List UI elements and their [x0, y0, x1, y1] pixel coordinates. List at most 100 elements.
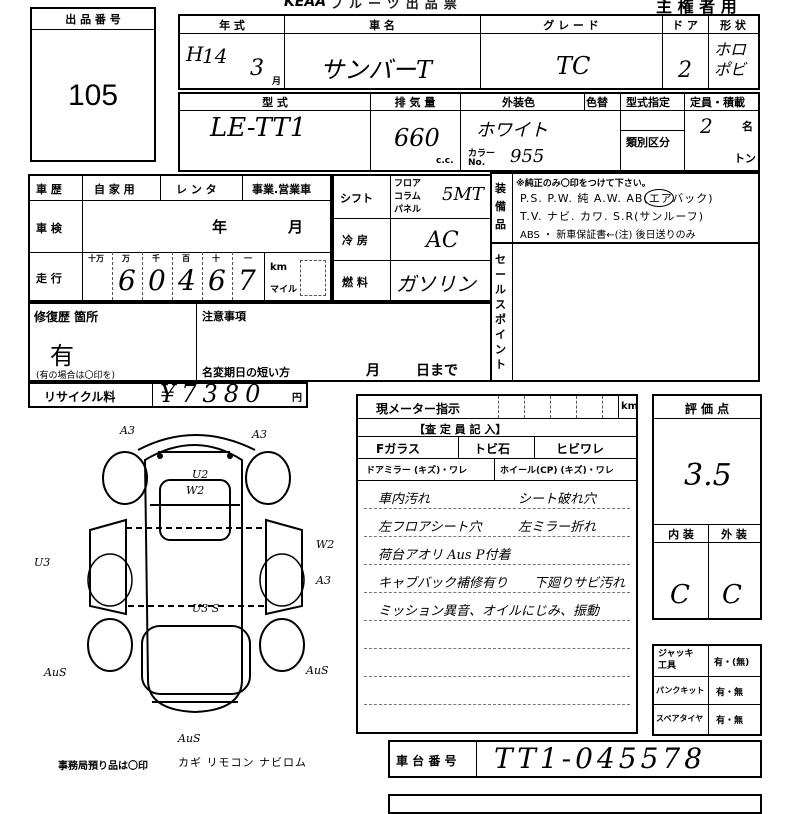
sale-point-block: セールスポイント [490, 242, 760, 382]
spare-tire-value[interactable]: 有・無 [716, 716, 744, 726]
extras-block: ジャッキ 工具 有・(無) パンクキット 有・無 スペアタイヤ 有・無 [652, 644, 762, 736]
equipment-note: ※純正のみ〇印をつけて下さい。 [516, 179, 651, 189]
mileage-label: 走 行 [36, 272, 62, 285]
drive-block: シフト フロア コラム パネル 5MT 冷 房 AC 燃 料 ガソリン [332, 174, 492, 302]
mileage-place-4: 百 [182, 254, 190, 263]
shift-opt-panel[interactable]: パネル [394, 205, 422, 215]
spare-tire-label: スペアタイヤ [656, 714, 704, 723]
glass-chip[interactable]: トビ石 [474, 442, 511, 456]
name-change-month: 月 [366, 363, 380, 379]
mark-a3-right: A3 [315, 574, 331, 587]
equipment-label: 装備品 [495, 182, 506, 231]
door-mirror[interactable]: ドアミラー (キズ)・ワレ [366, 466, 468, 476]
color-change-label: 色替 [586, 96, 608, 109]
color-no-value: 955 [510, 146, 545, 167]
history-commercial[interactable]: 事業.営業車 [252, 183, 312, 196]
lot-number-box: 出 品 番 号 105 [30, 7, 156, 162]
body-type-label: 形 状 [720, 19, 746, 32]
history-block: 車 歴 自 家 用 レ ン タ 事業.営業車 車 検 年 月 走 行 十万 万 … [28, 174, 332, 302]
rating-block: 評 価 点 3.5 内 装 外 装 C C [652, 394, 762, 620]
recycle-label: リサイクル料 [44, 390, 116, 404]
jack-value[interactable]: 有・(無) [714, 658, 750, 668]
comment-3: 左フロアシート穴 [378, 520, 482, 535]
color-no-label: カラー No. [468, 149, 496, 168]
mileage-place-5: 十 [212, 254, 220, 263]
capacity-load-unit: トン [734, 152, 756, 165]
rating-value: 3.5 [684, 458, 732, 493]
inspector-title: 【査 定 員 記 入】 [414, 423, 507, 436]
wheel-condition[interactable]: ホイール(CP) (キズ)・ワレ [500, 466, 614, 476]
grade-value: TC [556, 52, 591, 80]
inspector-block: 現メーター指示 km 【査 定 員 記 入】 Fガラス トビ石 ヒビワレ ドアミ… [356, 394, 638, 734]
mileage-place-3: 千 [152, 254, 160, 263]
fuel-label: 燃 料 [342, 276, 368, 289]
chassis-value: TT1-045578 [494, 742, 707, 775]
capacity-persons-unit: 名 [742, 120, 753, 133]
mileage-digit-6: 7 [238, 264, 256, 297]
mile-checkbox[interactable] [300, 260, 326, 296]
mileage-place-1: 十万 [88, 254, 104, 263]
mileage-digit-2: 6 [118, 264, 136, 297]
jack-label: ジャッキ 工具 [658, 649, 694, 671]
mileage-digit-3: 0 [148, 264, 166, 297]
history-label: 車 歴 [36, 183, 62, 196]
history-rental[interactable]: レ ン タ [176, 183, 217, 196]
office-items: カギ リモコン ナビロム [178, 756, 307, 769]
mileage-place-6: 一 [244, 254, 252, 263]
doors-value: 2 [678, 58, 692, 83]
shift-value: 5MT [442, 184, 484, 205]
comment-6: キャブバック補修有り [378, 576, 509, 591]
recycle-unit: 円 [292, 393, 302, 404]
glass-crack[interactable]: ヒビワレ [556, 442, 605, 456]
puncture-kit-value[interactable]: 有・無 [716, 688, 744, 698]
sale-point-label: セールスポイント [495, 253, 506, 371]
comment-7: 下廻りサビ汚れ [534, 576, 626, 591]
exterior-color-value: ホワイト [476, 120, 548, 141]
chassis-block: 車 台 番 号 TT1-045578 [388, 740, 762, 778]
car-name-label: 車 名 [369, 19, 395, 32]
year-month-suffix: 月 [272, 77, 282, 87]
model-label: 型 式 [262, 96, 288, 109]
mark-a3-front-right: A3 [251, 428, 267, 441]
meter-label: 現メーター指示 [376, 402, 461, 416]
mark-aus-rear-right: AuS [305, 664, 329, 677]
shift-label: シフト [340, 192, 373, 205]
repair-note: (有の場合は〇印を) [36, 371, 116, 381]
comment-4: 左ミラー折れ [518, 520, 597, 535]
year-era: H [186, 42, 204, 66]
capacity-label: 定員・積載 [690, 96, 745, 109]
mileage-digit-5: 6 [208, 264, 226, 297]
mark-u2: U2 [192, 468, 208, 481]
body-type-value: ホロ ポビ [714, 40, 747, 79]
exterior-value: C [722, 580, 742, 610]
equipment-line-2: T.V. ナビ. カワ. S.R(サンルーフ) [520, 210, 705, 223]
displacement-label: 排 気 量 [394, 96, 436, 109]
category-label: 類別区分 [626, 136, 670, 149]
shift-opt-column[interactable]: コラム [394, 192, 421, 202]
damage-diagram: A3 A3 U2 W2 U3 W2 A3 U3 S AuS AuS AuS [34, 424, 334, 745]
mileage-digit-4: 4 [178, 264, 196, 297]
comment-1: 車内汚れ [378, 492, 431, 507]
header-title: フルーツ出品票 [330, 0, 463, 12]
repair-block: 修復歴 箇所 有 (有の場合は〇印を) 注意事項 名変期日の短い方 月 日まで [28, 302, 492, 382]
displacement-value: 660 [394, 124, 440, 152]
owner-type: 主 権 者 用 [656, 0, 737, 16]
mark-w2-right: W2 [316, 538, 334, 551]
mileage-place-2: 万 [122, 254, 130, 263]
notes-label: 注意事項 [202, 310, 246, 323]
puncture-kit-label: パンクキット [656, 686, 705, 695]
equipment-block: 装備品 ※純正のみ〇印をつけて下さい。 P.S. P.W. 純 A.W. AB(… [490, 172, 760, 244]
shift-opt-floor[interactable]: フロア [394, 179, 422, 189]
front-left-tire [102, 451, 148, 505]
lot-number-label: 出 品 番 号 [65, 13, 121, 26]
mark-aus-rear: AuS [177, 732, 201, 745]
comment-5: 荷台アオリ Aus P付着 [378, 548, 511, 563]
vehicle-row-1: 年 式 車 名 グ レ ー ド ド ア 形 状 H 14 3 月 サンバーT T… [178, 14, 760, 90]
interior-value: C [670, 580, 690, 610]
aircon-label: 冷 房 [342, 234, 368, 247]
history-private[interactable]: 自 家 用 [94, 183, 135, 196]
office-items-label: 事務局預り品は〇印 [58, 761, 148, 772]
header-logo: KEAA [284, 0, 327, 10]
comment-2: シート破れ穴 [518, 492, 597, 507]
mark-u3-left: U3 [34, 556, 50, 569]
